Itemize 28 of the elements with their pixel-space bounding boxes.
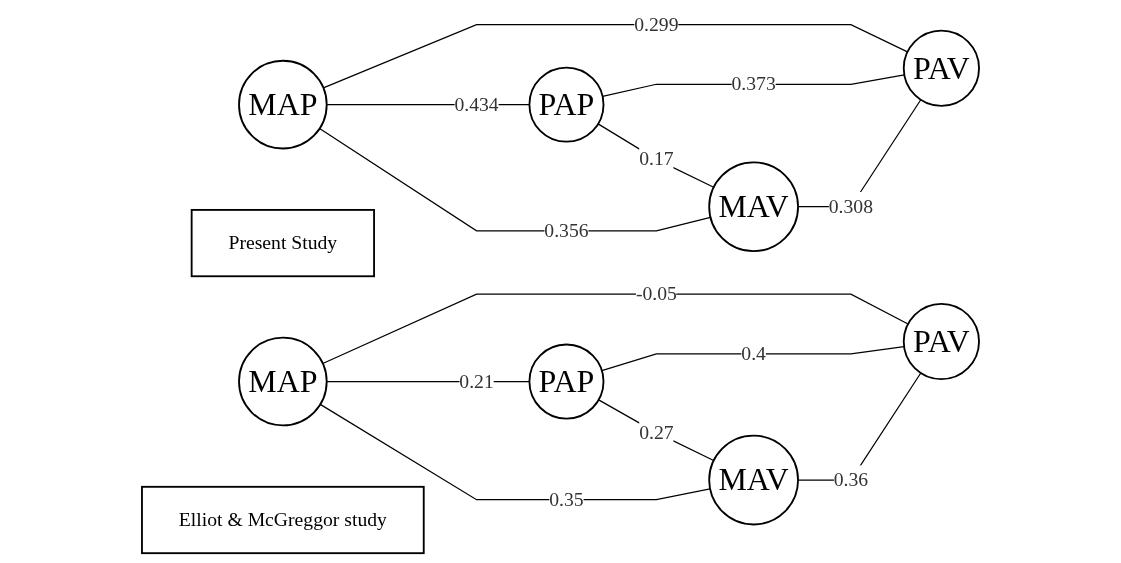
node-box: Elliot & McGreggor study: [141, 485, 425, 555]
connector: [597, 123, 715, 188]
edge-label: 0.4: [741, 342, 766, 364]
node-box: Present Study: [190, 209, 375, 278]
node-circle: PAP: [528, 66, 605, 143]
connector: [322, 293, 909, 365]
edge-label: 0.299: [634, 13, 679, 35]
edge-label: -0.05: [635, 283, 677, 305]
edge-label: 0.17: [639, 148, 674, 170]
node-circle: MAV: [708, 161, 799, 253]
edge-label: 0.36: [833, 468, 869, 490]
edge-label: 0.308: [828, 195, 874, 217]
edge-label: 0.356: [544, 219, 589, 241]
edge-label: 0.21: [459, 370, 494, 392]
node-circle: MAV: [708, 434, 799, 526]
node-circle: PAP: [528, 343, 605, 420]
node-circle: PAV: [902, 29, 980, 107]
edge-label: 0.27: [639, 421, 674, 443]
edge-label: 0.373: [731, 73, 776, 95]
connector: [601, 346, 905, 372]
connector: [322, 23, 909, 89]
node-circle: MAP: [238, 59, 328, 150]
edge-label: 0.434: [454, 93, 499, 115]
node-circle: PAV: [902, 302, 980, 381]
edge-label: 0.35: [549, 488, 584, 510]
connector: [598, 399, 715, 462]
node-circle: MAP: [238, 336, 328, 427]
connector: [319, 403, 711, 501]
